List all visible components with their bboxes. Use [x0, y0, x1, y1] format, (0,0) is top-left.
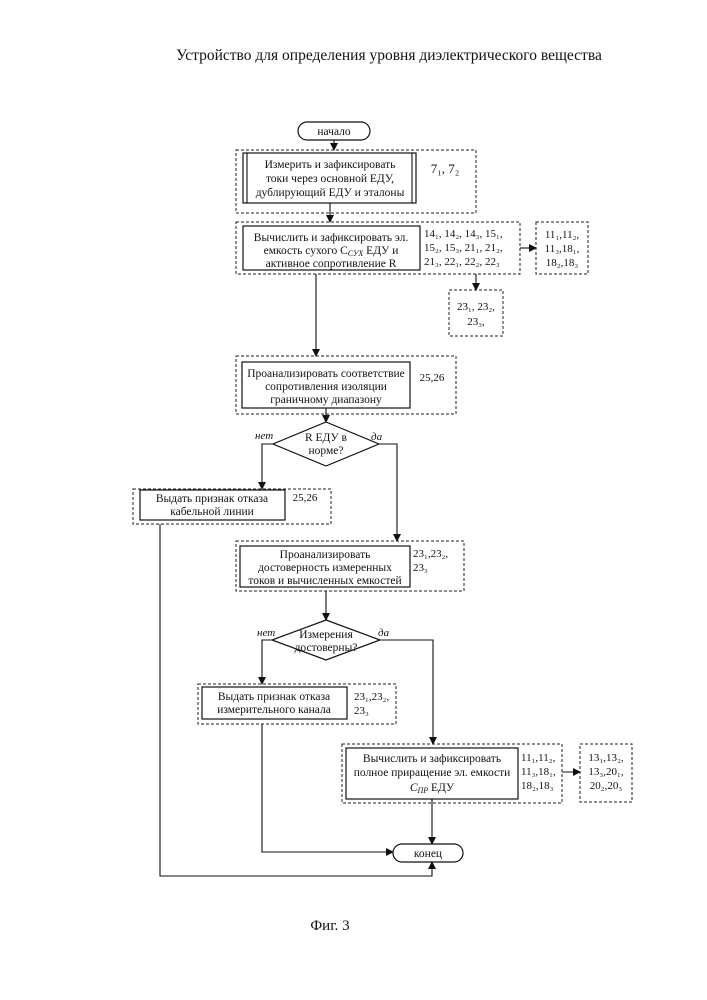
- step4-line3: токов и вычисленных емкостей: [248, 575, 401, 587]
- decision1-line1: R ЕДУ в: [305, 432, 348, 444]
- decision2-line2: достоверны?: [295, 642, 358, 654]
- step5-line1: Вычислить и зафиксировать: [363, 753, 501, 765]
- step2-below-ref-line2: 23₃,: [467, 316, 485, 328]
- fail1-ref: 25,26: [293, 492, 318, 504]
- step3-line2: сопротивления изоляции: [265, 381, 387, 393]
- step1-line1: Измерить и зафиксировать: [265, 159, 396, 171]
- step2-line2: емкость сухого CСУХ ЕДУ и: [264, 245, 399, 258]
- figure-caption: Фиг. 3: [310, 918, 349, 934]
- step4-ref-line2: 23₃: [413, 562, 428, 574]
- step4-line2: достоверность измеренных: [258, 562, 392, 574]
- step5-ref-line3: 18₂,18₃: [521, 780, 554, 792]
- start-label: начало: [317, 126, 351, 138]
- step2-ref-line1: 14₁, 14₂, 14₃, 15₁,: [424, 228, 503, 240]
- step4-line1: Проанализировать: [280, 549, 371, 561]
- step2-side-ref-line3: 18₂,18₃: [546, 257, 579, 269]
- step2-line1: Вычислить и зафиксировать эл.: [254, 232, 409, 244]
- fail2-line1: Выдать признак отказа: [218, 691, 330, 703]
- step3-line3: граничному диапазону: [270, 394, 382, 406]
- decision1-line2: норме?: [309, 445, 344, 457]
- step1-line2: токи через основной ЕДУ,: [266, 173, 394, 185]
- step2-below-group: [449, 290, 503, 336]
- step5-line2: полное приращение эл. емкости: [354, 767, 511, 779]
- arrow-decision1-no: [262, 444, 273, 489]
- step4-ref-line1: 23₁,23₂,: [413, 548, 448, 560]
- step5-side-ref-line1: 13₁,13₂,: [588, 752, 623, 764]
- decision1-no-label: нет: [255, 430, 273, 442]
- step1-line3: дублирующий ЕДУ и эталоны: [256, 187, 405, 199]
- step2-line3: активное сопротивление R: [266, 258, 397, 270]
- fail2-ref-line1: 23₁,23₂,: [354, 691, 389, 703]
- fail1-line2: кабельной линии: [170, 506, 254, 518]
- decision2-yes-label: да: [378, 627, 390, 639]
- decision2-line1: Измерения: [299, 629, 353, 641]
- step2-side-ref-line2: 11₃,18₁,: [545, 243, 580, 255]
- fail1-line1: Выдать признак отказа: [156, 493, 268, 505]
- fail2-line2: измерительного канала: [217, 704, 331, 716]
- step5-side-ref-line2: 13₃,20₁,: [588, 766, 623, 778]
- end-label: конец: [414, 848, 442, 860]
- fail2-ref-line2: 23₃: [354, 705, 369, 717]
- step1-ref: 7₁, 7₂: [431, 161, 460, 176]
- step5-ref-line2: 11₃,18₁,: [521, 766, 556, 778]
- step2-below-ref-line1: 23₁, 23₂,: [457, 301, 495, 313]
- arrow-decision1-yes: [379, 444, 397, 541]
- step2-ref-line2: 15₂, 15₃, 21₁, 21₂,: [424, 242, 503, 254]
- decision2-no-label: нет: [257, 627, 275, 639]
- step5-line3: CПР ЕДУ: [410, 782, 455, 795]
- step5-ref-line1: 11₁,11₂,: [521, 752, 556, 764]
- step3-ref: 25,26: [420, 372, 445, 384]
- decision1-yes-label: да: [371, 431, 383, 443]
- step2-ref-line3: 21₃, 22₁, 22₂, 22₃: [424, 256, 500, 268]
- arrow-decision2-no: [262, 640, 272, 684]
- step2-side-ref-line1: 11₁,11₂,: [545, 229, 580, 241]
- step3-line1: Проанализировать соответствие: [247, 368, 405, 380]
- decision1-diamond: [273, 422, 379, 466]
- step5-side-ref-line3: 20₂,20₃: [590, 780, 623, 792]
- figure-title: Устройство для определения уровня диэлек…: [176, 47, 602, 64]
